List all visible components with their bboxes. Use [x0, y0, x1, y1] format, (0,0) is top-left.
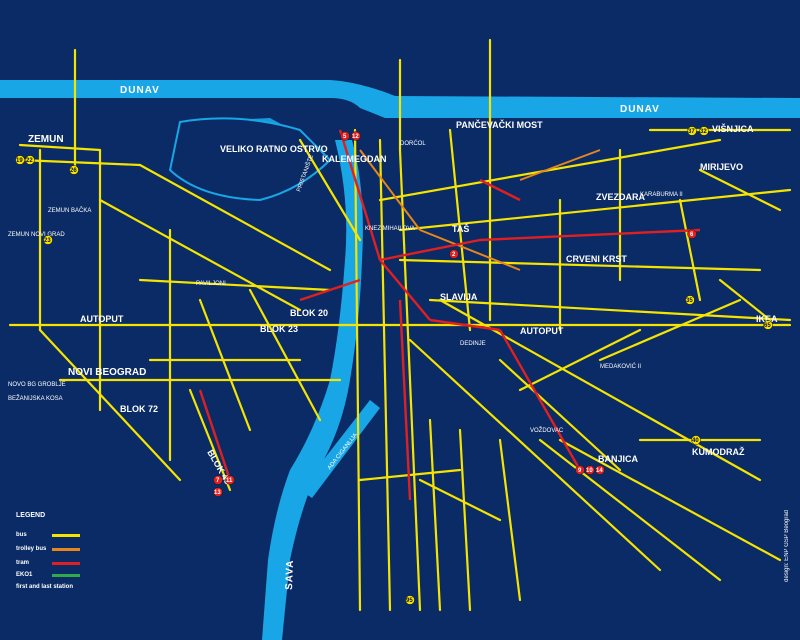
- legend-trolley-line: [52, 548, 80, 551]
- credit: design: ENP GSP Beograd: [784, 510, 790, 582]
- stop-label: 65: [764, 323, 771, 329]
- stop-label: 11: [226, 478, 233, 484]
- label-blok-72: BLOK 72: [120, 404, 158, 414]
- stop-markers: 5 12 7 11 2 13 6 9 10 14 26 37 23 35 65 …: [15, 126, 773, 605]
- stop-marker[interactable]: [340, 131, 350, 141]
- stop-marker[interactable]: [699, 126, 709, 136]
- stop-marker[interactable]: [575, 465, 585, 475]
- label-ikea: IKEA: [756, 314, 778, 324]
- stop-label: 35: [686, 298, 693, 304]
- stop-label: 2: [452, 252, 456, 258]
- legend-title: LEGEND: [16, 512, 46, 519]
- legend-eko-label: EKO1: [16, 572, 33, 578]
- label-pancevacki-most: PANČEVAČKI MOST: [456, 119, 543, 130]
- stop-label: 95: [406, 598, 413, 604]
- stop-marker[interactable]: [687, 126, 697, 136]
- stop-marker[interactable]: [25, 155, 35, 165]
- label-slavija: SLAVIJA: [440, 292, 478, 302]
- stop-label: 14: [596, 468, 603, 474]
- label-novi-beograd: NOVI BEOGRAD: [68, 367, 146, 378]
- label-bezanijska-kosa: BEŽANIJSKA KOSA: [8, 394, 63, 402]
- stop-label: 22: [26, 158, 33, 164]
- label-medakovic: MEDAKOVIĆ II: [600, 363, 641, 370]
- label-dedinje: DEDINJE: [460, 341, 486, 347]
- stop-label: 40: [692, 438, 699, 444]
- label-autoput-east: AUTOPUT: [520, 326, 564, 336]
- label-karaburma: KARABURMA II: [640, 192, 683, 198]
- label-banjica: BANJICA: [598, 454, 639, 464]
- stop-label: 37: [688, 129, 695, 135]
- label-veliko-ratno-ostrvo: VELIKO RATNO OSTRVO: [220, 144, 328, 154]
- stop-label: 19: [16, 158, 23, 164]
- bus-network: [8, 38, 792, 612]
- label-pavilion: PAVILJONI: [196, 281, 226, 287]
- stop-marker[interactable]: [213, 487, 223, 497]
- label-sava: SAVA: [284, 559, 296, 590]
- label-autoput-west: AUTOPUT: [80, 314, 124, 324]
- legend-bus-label: bus: [16, 532, 27, 538]
- stop-label: 7: [216, 478, 220, 484]
- island-veliko-ratno-ostrvo: [168, 117, 332, 202]
- stop-label: 9: [578, 468, 582, 474]
- stop-marker[interactable]: [69, 165, 79, 175]
- label-zemun: ZEMUN: [28, 134, 64, 145]
- stop-marker[interactable]: [685, 295, 695, 305]
- label-dunav-east: DUNAV: [620, 104, 660, 115]
- stop-label: 13: [214, 490, 221, 496]
- label-blok-20: BLOK 20: [290, 308, 328, 318]
- label-mirijevo: MIRIJEVO: [700, 162, 743, 172]
- legend-tram-line: [52, 562, 80, 565]
- stop-label: 6: [690, 232, 694, 238]
- legend-bus-line: [52, 534, 80, 537]
- stop-label: 23: [44, 238, 51, 244]
- label-zemun-backa: ZEMUN BAČKA: [48, 207, 91, 214]
- stop-marker[interactable]: [43, 235, 53, 245]
- stop-marker[interactable]: [585, 465, 595, 475]
- label-zvezdara: ZVEZDARA: [596, 192, 645, 202]
- stop-marker[interactable]: [15, 155, 25, 165]
- legend-eko-line: [52, 574, 80, 577]
- stop-marker[interactable]: [405, 595, 415, 605]
- stop-marker[interactable]: [595, 465, 605, 475]
- label-kumodraz: KUMODRAŽ: [692, 446, 745, 457]
- label-knez-mihailova: KNEZ MIHAILOVA: [365, 226, 415, 232]
- label-dorcol: DORĆOL: [400, 140, 426, 147]
- label-vozdovac: VOŽDOVAC: [530, 426, 564, 434]
- tram-network: [198, 129, 701, 501]
- stop-marker[interactable]: [351, 131, 361, 141]
- label-zemun-novi-grad: ZEMUN NOVI GRAD: [8, 232, 65, 238]
- stop-label: 32: [700, 129, 707, 135]
- label-kalemegdan: KALEMEGDAN: [322, 154, 387, 164]
- stop-label: 12: [352, 134, 359, 140]
- label-crveni-krst: CRVENI KRST: [566, 254, 627, 264]
- trolley-network: [359, 149, 601, 271]
- label-visnjica: VIŠNJICA: [712, 123, 754, 134]
- ada-lake: [300, 400, 380, 498]
- legend-trolley-label: trolley bus: [16, 546, 47, 552]
- stop-label: 10: [586, 468, 593, 474]
- label-novo-bg-groblje: NOVO BG GROBLJE: [8, 382, 66, 388]
- stop-marker[interactable]: [763, 320, 773, 330]
- stop-marker[interactable]: [225, 475, 235, 485]
- label-blok-23: BLOK 23: [260, 324, 298, 334]
- label-tas: TAŠ: [452, 223, 469, 234]
- stop-marker[interactable]: [687, 229, 697, 239]
- legend-first-last-label: first and last station: [16, 584, 74, 590]
- stop-marker[interactable]: [213, 475, 223, 485]
- stop-marker[interactable]: [449, 249, 459, 259]
- legend: LEGEND bus trolley bus tram EKO1 first a…: [6, 510, 88, 598]
- legend-tram-label: tram: [16, 560, 30, 566]
- label-dunav-west: DUNAV: [120, 85, 160, 96]
- stop-label: 5: [343, 134, 347, 140]
- stop-label: 26: [70, 168, 77, 174]
- stop-marker[interactable]: [691, 435, 701, 445]
